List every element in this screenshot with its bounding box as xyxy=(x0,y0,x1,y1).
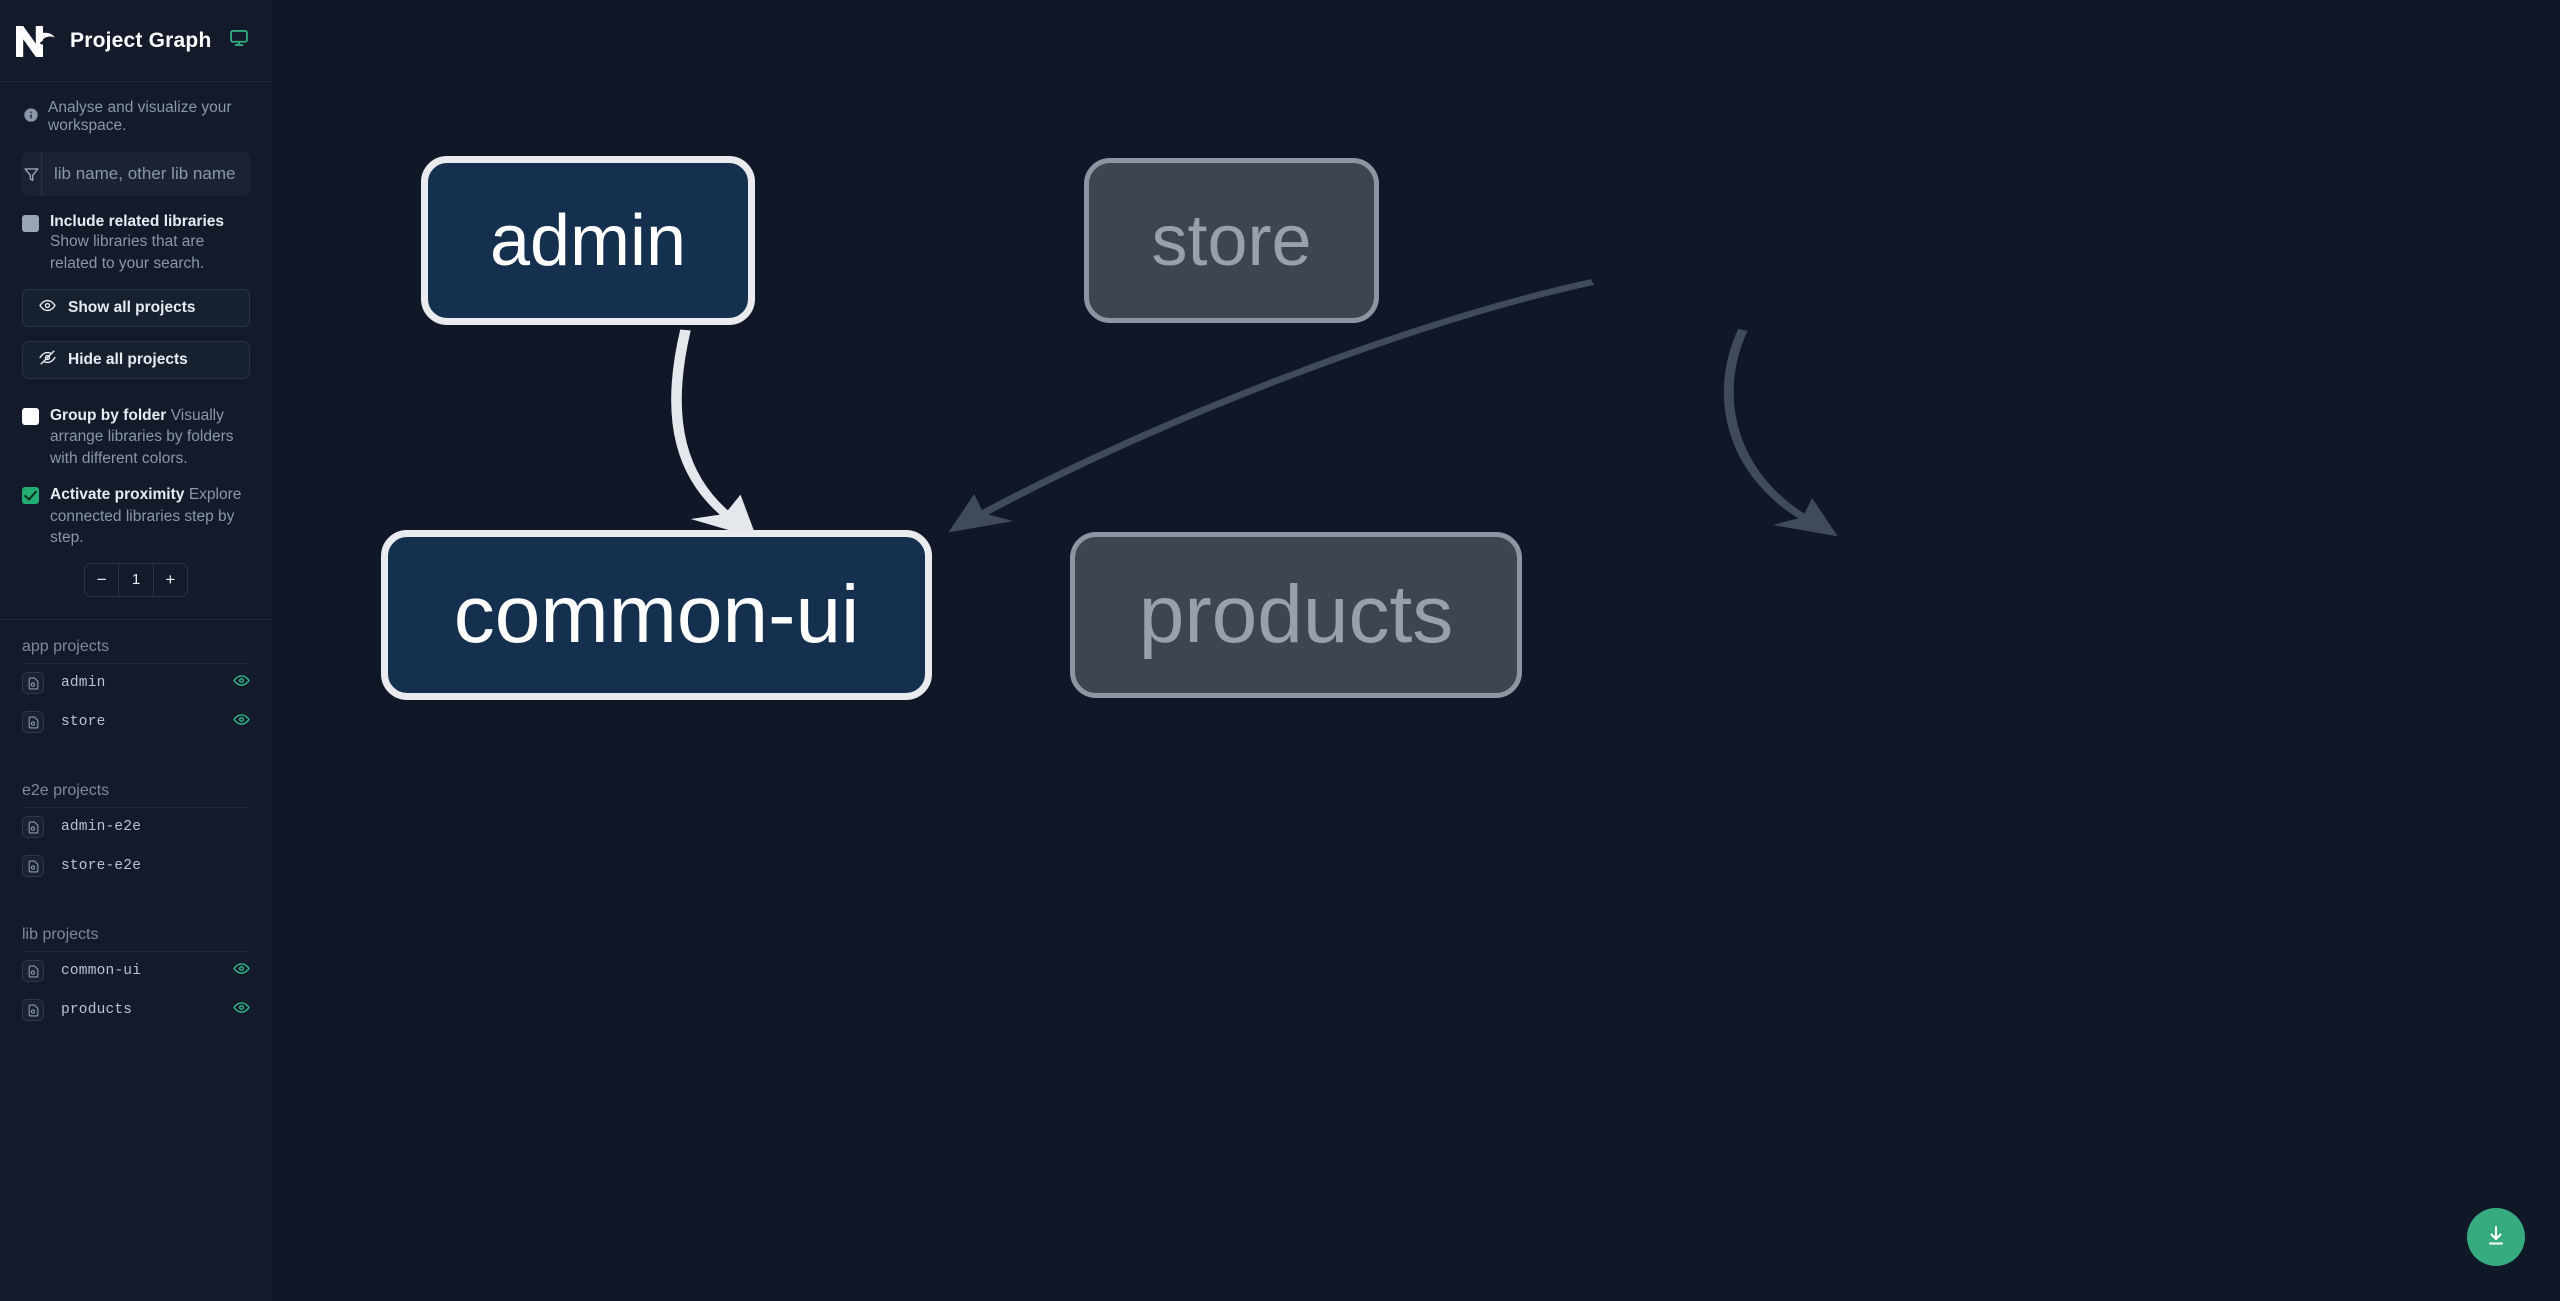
project-file-icon xyxy=(22,999,44,1022)
nx-logo-icon xyxy=(14,23,56,59)
project-group-lib: lib projects common-ui xyxy=(0,908,272,1030)
info-icon xyxy=(23,107,39,128)
group-by-folder-label: Group by folder xyxy=(50,406,167,424)
project-row-admin-e2e[interactable]: admin-e2e xyxy=(22,808,250,847)
project-row-products[interactable]: products xyxy=(22,991,250,1030)
project-group-e2e: e2e projects admin-e2e store-e2 xyxy=(0,764,272,886)
graph-node-products[interactable]: products xyxy=(1070,532,1522,698)
sidebar: Project Graph Analyse and visualize your… xyxy=(0,0,272,1301)
activate-proximity-label: Activate proximity xyxy=(50,485,185,503)
page-title: Project Graph xyxy=(70,28,212,52)
graph-canvas[interactable]: admin store common-ui products xyxy=(272,0,2560,1301)
project-name: store xyxy=(61,714,106,731)
proximity-stepper[interactable]: − 1 + xyxy=(84,562,188,597)
graph-node-common-ui[interactable]: common-ui xyxy=(381,530,932,700)
activate-proximity-description: Explore connected libraries step by step… xyxy=(50,485,242,547)
graph-node-label: store xyxy=(1151,200,1312,281)
group-title-app: app projects xyxy=(22,620,250,664)
sidebar-header: Project Graph xyxy=(0,0,272,82)
show-all-projects-label: Show all projects xyxy=(68,298,196,316)
monitor-icon[interactable] xyxy=(229,28,249,53)
group-by-folder-description: Visually arrange libraries by folders wi… xyxy=(50,406,234,468)
search-field[interactable] xyxy=(22,152,250,196)
option-include-related[interactable]: Include related libraries Show libraries… xyxy=(22,212,250,275)
group-title-e2e: e2e projects xyxy=(22,764,250,808)
include-related-checkbox[interactable] xyxy=(22,215,39,232)
eye-icon[interactable] xyxy=(233,672,250,694)
download-button[interactable] xyxy=(2467,1208,2525,1266)
eye-icon[interactable] xyxy=(233,960,250,982)
tagline: Analyse and visualize your workspace. xyxy=(0,82,272,147)
edge-admin-to-common-ui xyxy=(671,329,757,539)
project-file-icon xyxy=(22,672,44,695)
project-row-common-ui[interactable]: common-ui xyxy=(22,952,250,991)
graph-node-label: products xyxy=(1138,569,1454,660)
project-row-admin[interactable]: admin xyxy=(22,664,250,703)
edge-store-to-products xyxy=(1723,329,1838,537)
graph-node-admin[interactable]: admin xyxy=(421,156,755,325)
filter-icon xyxy=(22,152,42,196)
proximity-value: 1 xyxy=(118,563,154,596)
include-related-description: Show libraries that are related to your … xyxy=(50,233,205,273)
project-name: store-e2e xyxy=(61,858,142,875)
project-file-icon xyxy=(22,816,44,839)
activate-proximity-checkbox[interactable] xyxy=(22,486,39,504)
project-file-icon xyxy=(22,855,44,878)
project-row-store[interactable]: store xyxy=(22,703,250,742)
sidebar-divider xyxy=(0,618,272,620)
project-name: admin-e2e xyxy=(61,819,142,836)
sidebar-controls: Include related libraries Show libraries… xyxy=(0,147,272,597)
graph-node-label: admin xyxy=(489,200,687,281)
eye-icon xyxy=(39,297,56,319)
project-file-icon xyxy=(22,711,44,734)
proximity-increment-button[interactable]: + xyxy=(165,569,176,589)
eye-icon[interactable] xyxy=(233,711,250,733)
option-activate-proximity[interactable]: Activate proximity Explore connected lib… xyxy=(22,484,250,549)
graph-node-store[interactable]: store xyxy=(1084,158,1379,323)
hide-all-projects-label: Hide all projects xyxy=(68,350,188,368)
eye-off-icon xyxy=(39,349,56,371)
eye-icon[interactable] xyxy=(233,999,250,1021)
search-input[interactable] xyxy=(42,152,250,196)
project-name: products xyxy=(61,1002,133,1019)
proximity-decrement-button[interactable]: − xyxy=(96,569,107,589)
project-name: common-ui xyxy=(61,963,142,980)
include-related-label: Include related libraries xyxy=(50,213,225,230)
group-by-folder-checkbox[interactable] xyxy=(22,407,39,425)
graph-edges xyxy=(671,279,1838,539)
graph-node-label: common-ui xyxy=(453,569,860,660)
project-row-store-e2e[interactable]: store-e2e xyxy=(22,847,250,886)
option-group-by-folder[interactable]: Group by folder Visually arrange librari… xyxy=(22,405,250,470)
tagline-text: Analyse and visualize your workspace. xyxy=(48,99,232,134)
edge-store-to-common-ui xyxy=(948,279,1595,533)
project-file-icon xyxy=(22,960,44,983)
project-group-app: app projects admin xyxy=(0,620,272,742)
project-name: admin xyxy=(61,675,106,692)
group-title-lib: lib projects xyxy=(22,908,250,952)
show-all-projects-button[interactable]: Show all projects xyxy=(22,288,250,327)
download-icon xyxy=(2484,1224,2508,1251)
hide-all-projects-button[interactable]: Hide all projects xyxy=(22,340,250,379)
